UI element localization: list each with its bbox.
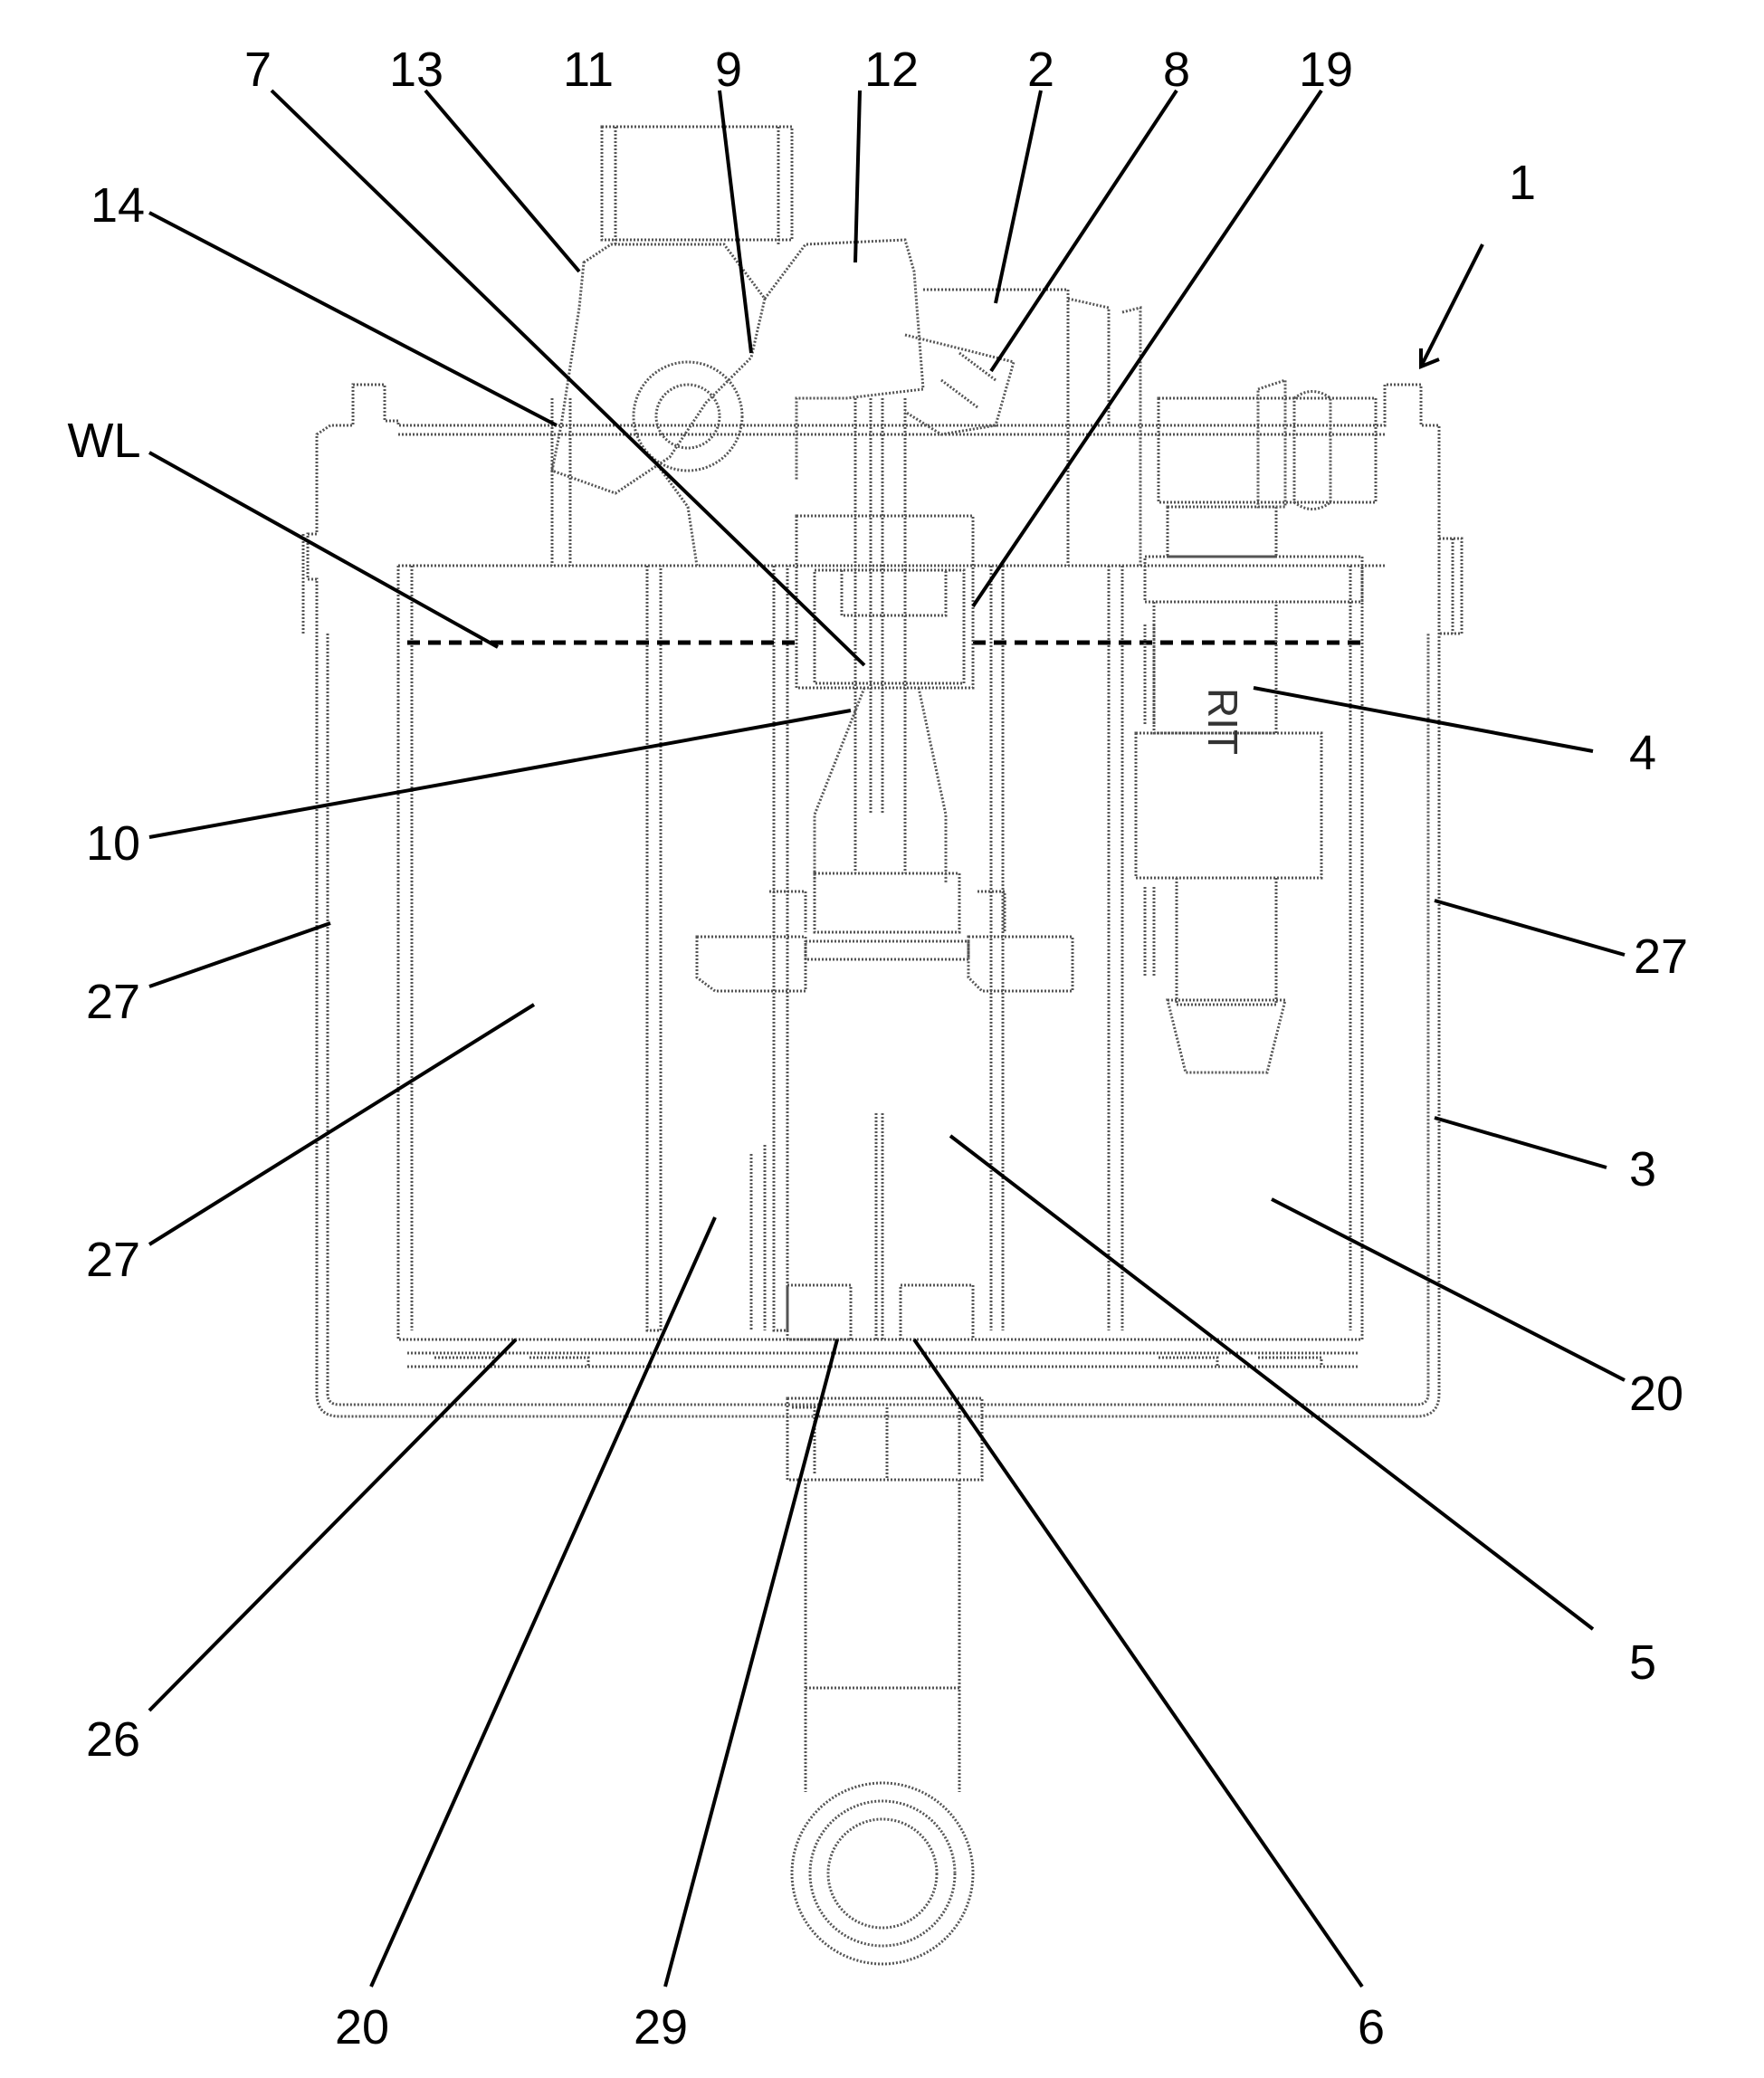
label-3: 3 [1629,1142,1656,1196]
leader-1 [1421,244,1483,367]
leader-3 [1435,1118,1607,1168]
leader-5 [950,1136,1593,1629]
label-6: 6 [1358,2000,1385,2054]
label-7: 7 [244,43,272,97]
leader-27c [149,1005,534,1244]
fill-valve-brand-text: RIT [1199,688,1246,755]
fill-valve: RIT [1136,380,1376,1072]
leader-WL [149,453,498,647]
label-27-left-lower: 27 [86,1233,140,1287]
leader-lines [149,91,1625,1987]
label-14: 14 [91,178,145,233]
label-27-right: 27 [1634,929,1688,984]
label-19: 19 [1299,43,1353,97]
leader-8 [991,91,1177,371]
outlet-pipe [787,1398,982,1964]
leader-12 [855,91,860,262]
label-10: 10 [86,816,140,871]
leader-4 [1254,688,1593,751]
label-12: 12 [864,43,919,97]
actuator-housing [552,127,1140,566]
leader-10 [149,710,851,837]
leader-20b [371,1217,715,1987]
leader-7 [272,91,864,665]
leader-6 [914,1339,1362,1987]
label-26: 26 [86,1712,140,1767]
label-11: 11 [563,43,614,97]
label-9: 9 [715,43,742,97]
label-5: 5 [1629,1635,1656,1690]
label-1: 1 [1509,156,1536,210]
label-20-right: 20 [1629,1367,1683,1421]
leader-2 [996,91,1041,303]
label-27-left-upper: 27 [86,975,140,1029]
leader-27a [149,923,330,987]
leader-27b [1435,901,1625,955]
label-20-bottom: 20 [335,2000,389,2054]
label-13: 13 [389,43,443,97]
reference-numerals: 1 2 3 4 5 6 7 8 9 10 11 12 13 14 19 20 2… [68,43,1689,2054]
label-WL: WL [68,414,141,468]
label-2: 2 [1027,43,1054,97]
label-8: 8 [1163,43,1190,97]
leader-26 [149,1339,516,1711]
leader-9 [720,91,751,353]
leader-13 [425,91,579,272]
label-29: 29 [634,2000,688,2054]
inner-walls [398,566,1362,1367]
label-4: 4 [1629,726,1656,780]
